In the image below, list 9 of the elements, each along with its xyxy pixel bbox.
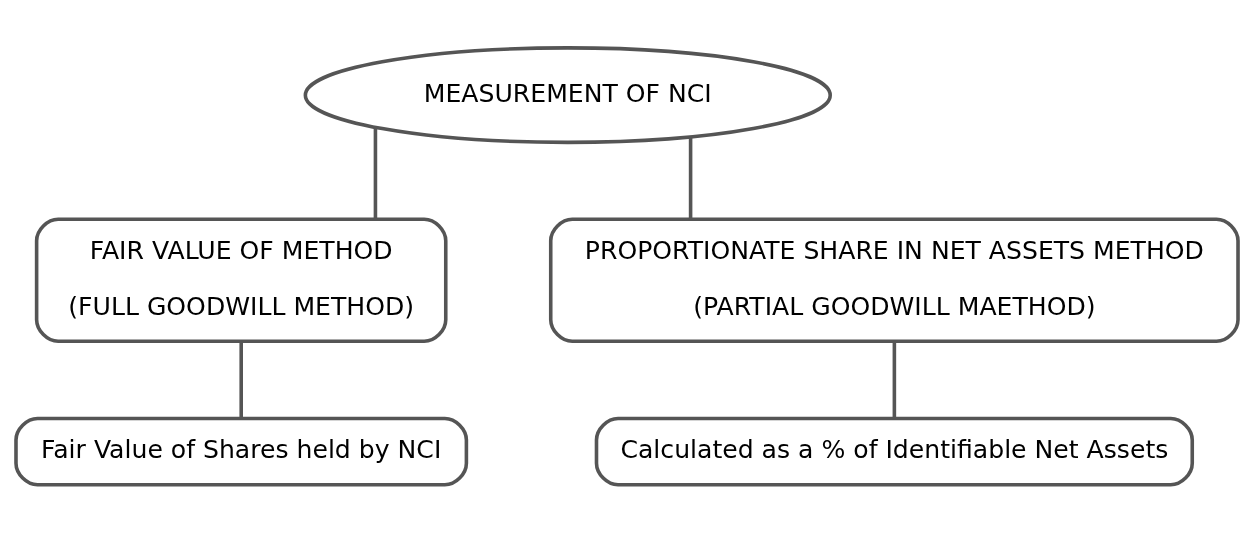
connector bbox=[688, 136, 693, 220]
node-box: Fair Value of Shares held by NCI bbox=[14, 416, 469, 487]
node-ellipse: MEASUREMENT OF NCI bbox=[303, 46, 832, 145]
connector bbox=[239, 341, 243, 419]
node-box: FAIR VALUE OF METHOD (FULL GOODWILL METHOD) bbox=[34, 217, 448, 344]
connector bbox=[373, 127, 378, 220]
node-box: PROPORTIONATE SHARE IN NET ASSETS METHOD (PARTIAL GOODWILL MAETHOD) bbox=[548, 217, 1240, 344]
node-box: Calculated as a % of Identifiable Net Assets bbox=[594, 416, 1195, 487]
connector bbox=[892, 341, 897, 419]
